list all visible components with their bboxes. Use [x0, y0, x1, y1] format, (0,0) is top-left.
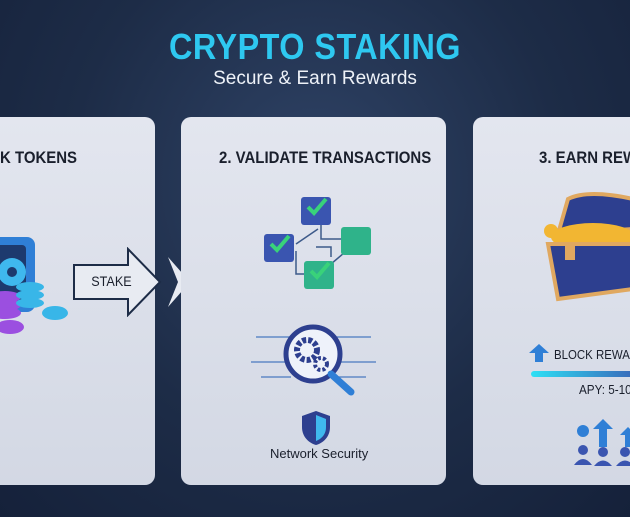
stake-label: STAKE: [91, 273, 132, 289]
page-subtitle: Secure & Earn Rewards: [213, 68, 417, 89]
step-title: 2. VALIDATE TRANSACTIONS: [219, 148, 432, 167]
reward-progress-bar: [531, 371, 630, 377]
step-title: K TOKENS: [0, 148, 78, 167]
block-reward-label: BLOCK REWARD: [554, 347, 630, 362]
network-security-label: Network Security: [270, 446, 369, 461]
shield-icon: [302, 411, 330, 445]
page-title: CRYPTO STAKING: [169, 26, 461, 67]
step-panel-earn-rewards: 3. EARN REWA BLOCK REWARD APY: 5-10: [473, 117, 630, 485]
magnifier-gears-icon: [251, 324, 376, 396]
stake-arrow-icon: [73, 247, 190, 317]
validated-blocks-icon: [264, 197, 371, 289]
step-title: 3. EARN REWA: [539, 148, 630, 167]
users-growth-icon: [574, 419, 630, 466]
arrow-up-icon: [529, 344, 549, 362]
vault-with-coins-icon: [0, 237, 68, 334]
step-panel-validate-transactions: 2. VALIDATE TRANSACTIONS Network Securit…: [181, 117, 446, 485]
treasure-chest-icon: [544, 192, 630, 302]
apy-label: APY: 5-10: [579, 382, 630, 397]
